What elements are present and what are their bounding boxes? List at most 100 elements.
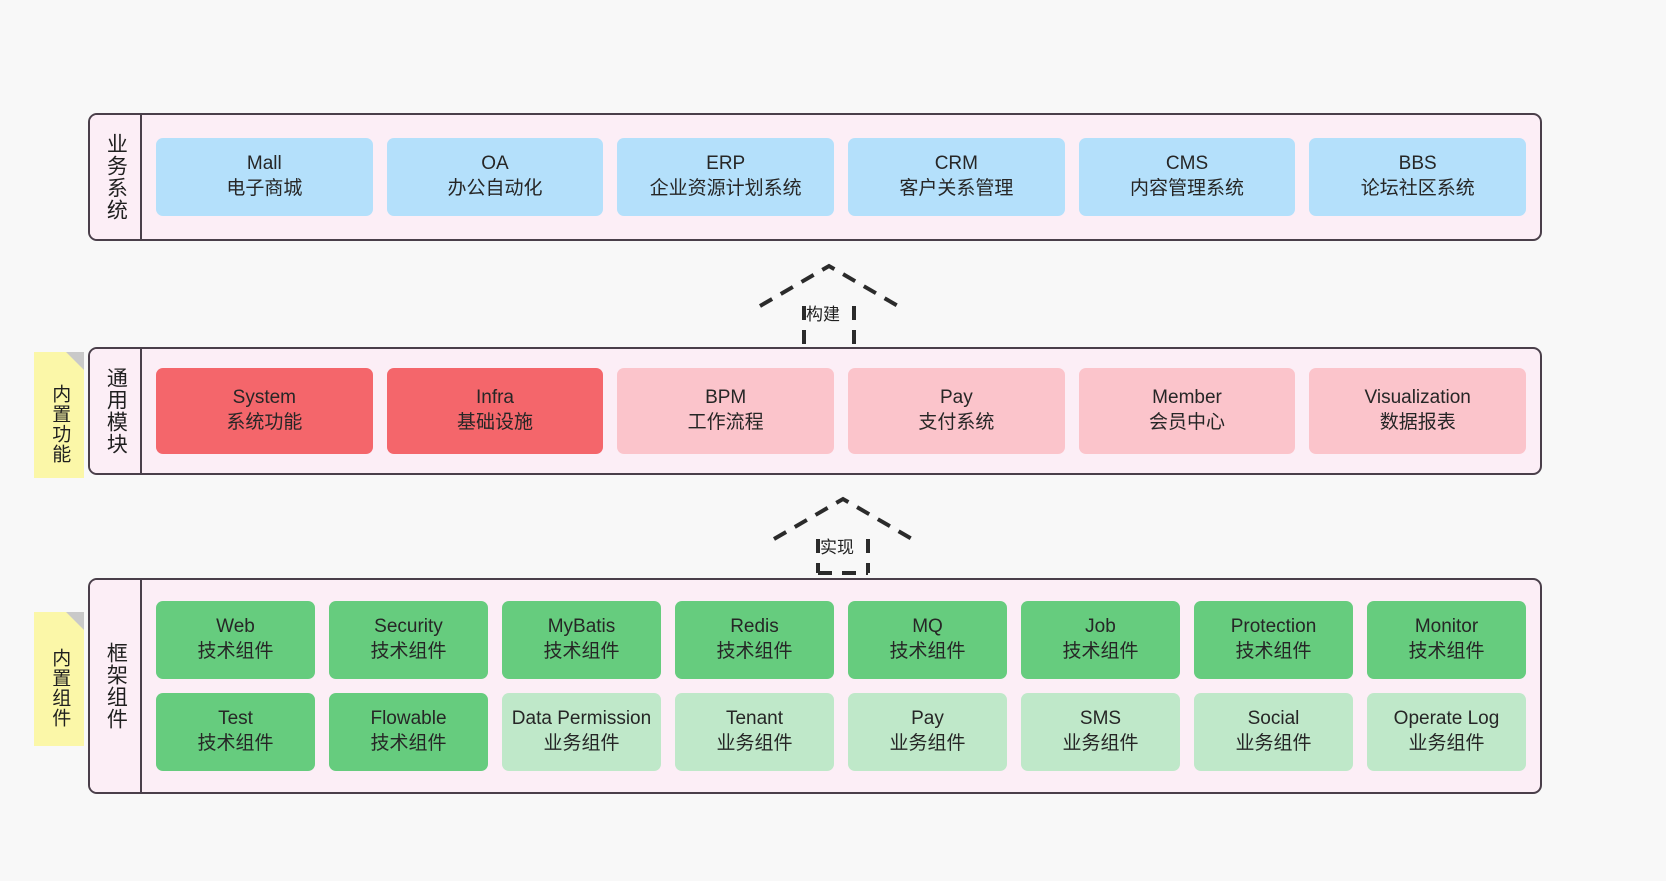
implement-arrow-head <box>772 496 914 541</box>
card-subtitle: 办公自动化 <box>447 178 543 199</box>
card-mq[interactable]: MQ 技术组件 <box>848 601 1007 679</box>
card-title: Mall <box>246 153 282 175</box>
card-subtitle: 业务组件 <box>1235 733 1312 754</box>
card-title: Monitor <box>1414 616 1479 638</box>
card-job[interactable]: Job 技术组件 <box>1021 601 1180 679</box>
card-redis[interactable]: Redis 技术组件 <box>675 601 834 679</box>
card-subtitle: 技术组件 <box>197 733 274 754</box>
layer-title-common-modules: 通用模块 <box>90 349 142 473</box>
card-title: Pay <box>911 708 944 730</box>
card-subtitle: 论坛社区系统 <box>1360 178 1475 199</box>
card-mybatis[interactable]: MyBatis 技术组件 <box>502 601 661 679</box>
card-title: Web <box>216 616 255 638</box>
card-title: CRM <box>934 153 978 175</box>
card-title: OA <box>481 153 509 175</box>
card-title: Test <box>218 708 253 730</box>
card-title: Security <box>374 616 443 638</box>
card-title: MyBatis <box>547 616 616 638</box>
card-title: MQ <box>912 616 943 638</box>
card-security[interactable]: Security 技术组件 <box>329 601 488 679</box>
card-bpm[interactable]: BPM 工作流程 <box>617 368 835 454</box>
note-label: 内置组件 <box>49 648 71 728</box>
card-crm[interactable]: CRM 客户关系管理 <box>848 138 1065 216</box>
card-pay-component[interactable]: Pay 业务组件 <box>848 693 1007 771</box>
layer-framework-components: 框架组件 Web 技术组件 Security 技术组件 MyBatis 技术组件… <box>88 578 1542 794</box>
card-title: ERP <box>706 153 746 175</box>
card-title: System <box>232 387 297 409</box>
card-pay-module[interactable]: Pay 支付系统 <box>848 368 1065 454</box>
card-subtitle: 技术组件 <box>716 641 793 662</box>
card-subtitle: 业务组件 <box>889 733 966 754</box>
card-tenant[interactable]: Tenant 业务组件 <box>675 693 834 771</box>
implement-arrow-stem <box>816 539 870 575</box>
card-title: SMS <box>1079 708 1122 730</box>
card-subtitle: 技术组件 <box>1062 641 1139 662</box>
card-subtitle: 技术组件 <box>370 733 447 754</box>
card-protection[interactable]: Protection 技术组件 <box>1194 601 1353 679</box>
card-subtitle: 电子商城 <box>226 178 303 199</box>
card-subtitle: 技术组件 <box>1408 641 1485 662</box>
card-sms[interactable]: SMS 业务组件 <box>1021 693 1180 771</box>
connector-implement: 实现 <box>770 495 916 575</box>
card-subtitle: 技术组件 <box>1235 641 1312 662</box>
card-erp[interactable]: ERP 企业资源计划系统 <box>617 138 835 216</box>
card-title: BPM <box>705 387 747 409</box>
connector-build: 构建 <box>756 262 902 352</box>
card-title: Pay <box>939 387 973 409</box>
card-subtitle: 会员中心 <box>1149 412 1226 433</box>
card-member[interactable]: Member 会员中心 <box>1078 368 1296 454</box>
card-bbs[interactable]: BBS 论坛社区系统 <box>1309 138 1527 216</box>
connector-build-label: 构建 <box>806 305 840 324</box>
card-subtitle: 技术组件 <box>889 641 966 662</box>
layer-common-modules: 通用模块 System 系统功能 Infra 基础设施 BPM 工作流程 Pay… <box>88 347 1542 475</box>
card-subtitle: 支付系统 <box>918 412 995 433</box>
card-title: Data Permission <box>511 708 652 730</box>
card-operate-log[interactable]: Operate Log 业务组件 <box>1367 693 1526 771</box>
card-title: Social <box>1247 708 1300 730</box>
card-web[interactable]: Web 技术组件 <box>156 601 315 679</box>
card-title: Flowable <box>370 708 447 730</box>
card-flowable[interactable]: Flowable 技术组件 <box>329 693 488 771</box>
note-builtin-components: 内置组件 <box>34 612 84 746</box>
card-subtitle: 工作流程 <box>687 412 764 433</box>
framework-row-technical: Web 技术组件 Security 技术组件 MyBatis 技术组件 Redi… <box>156 601 1526 679</box>
card-system[interactable]: System 系统功能 <box>156 368 373 454</box>
card-oa[interactable]: OA 办公自动化 <box>386 138 604 216</box>
layer-business-systems: 业务系统 Mall 电子商城 OA 办公自动化 ERP 企业资源计划系统 CRM… <box>88 113 1542 241</box>
card-cms[interactable]: CMS 内容管理系统 <box>1078 138 1296 216</box>
card-subtitle: 业务组件 <box>543 733 620 754</box>
card-subtitle: 业务组件 <box>716 733 793 754</box>
card-subtitle: 客户关系管理 <box>899 178 1014 199</box>
card-subtitle: 系统功能 <box>226 412 303 433</box>
card-monitor[interactable]: Monitor 技术组件 <box>1367 601 1526 679</box>
layer-body-business-systems: Mall 电子商城 OA 办公自动化 ERP 企业资源计划系统 CRM 客户关系… <box>142 115 1540 239</box>
card-subtitle: 企业资源计划系统 <box>649 178 802 199</box>
card-title: Member <box>1152 387 1222 409</box>
card-subtitle: 业务组件 <box>1062 733 1139 754</box>
card-mall[interactable]: Mall 电子商城 <box>156 138 373 216</box>
layer-title-business-systems: 业务系统 <box>90 115 142 239</box>
card-infra[interactable]: Infra 基础设施 <box>386 368 604 454</box>
card-visualization[interactable]: Visualization 数据报表 <box>1309 368 1527 454</box>
layer-body-framework-components: Web 技术组件 Security 技术组件 MyBatis 技术组件 Redi… <box>142 580 1540 792</box>
card-data-permission[interactable]: Data Permission 业务组件 <box>502 693 661 771</box>
note-label: 内置功能 <box>49 384 71 464</box>
layer-body-common-modules: System 系统功能 Infra 基础设施 BPM 工作流程 Pay 支付系统… <box>142 349 1540 473</box>
card-title: Operate Log <box>1393 708 1500 730</box>
card-subtitle: 业务组件 <box>1408 733 1485 754</box>
card-subtitle: 数据报表 <box>1379 412 1456 433</box>
card-title: Tenant <box>725 708 784 730</box>
card-social[interactable]: Social 业务组件 <box>1194 693 1353 771</box>
framework-row-business: Test 技术组件 Flowable 技术组件 Data Permission … <box>156 693 1526 771</box>
card-subtitle: 技术组件 <box>197 641 274 662</box>
card-subtitle: 内容管理系统 <box>1130 178 1245 199</box>
card-subtitle: 技术组件 <box>370 641 447 662</box>
card-test[interactable]: Test 技术组件 <box>156 693 315 771</box>
card-subtitle: 技术组件 <box>543 641 620 662</box>
card-title: BBS <box>1398 153 1437 175</box>
card-title: Redis <box>730 616 779 638</box>
connector-implement-label: 实现 <box>820 538 854 557</box>
card-title: Protection <box>1230 616 1317 638</box>
card-title: Infra <box>475 387 515 409</box>
